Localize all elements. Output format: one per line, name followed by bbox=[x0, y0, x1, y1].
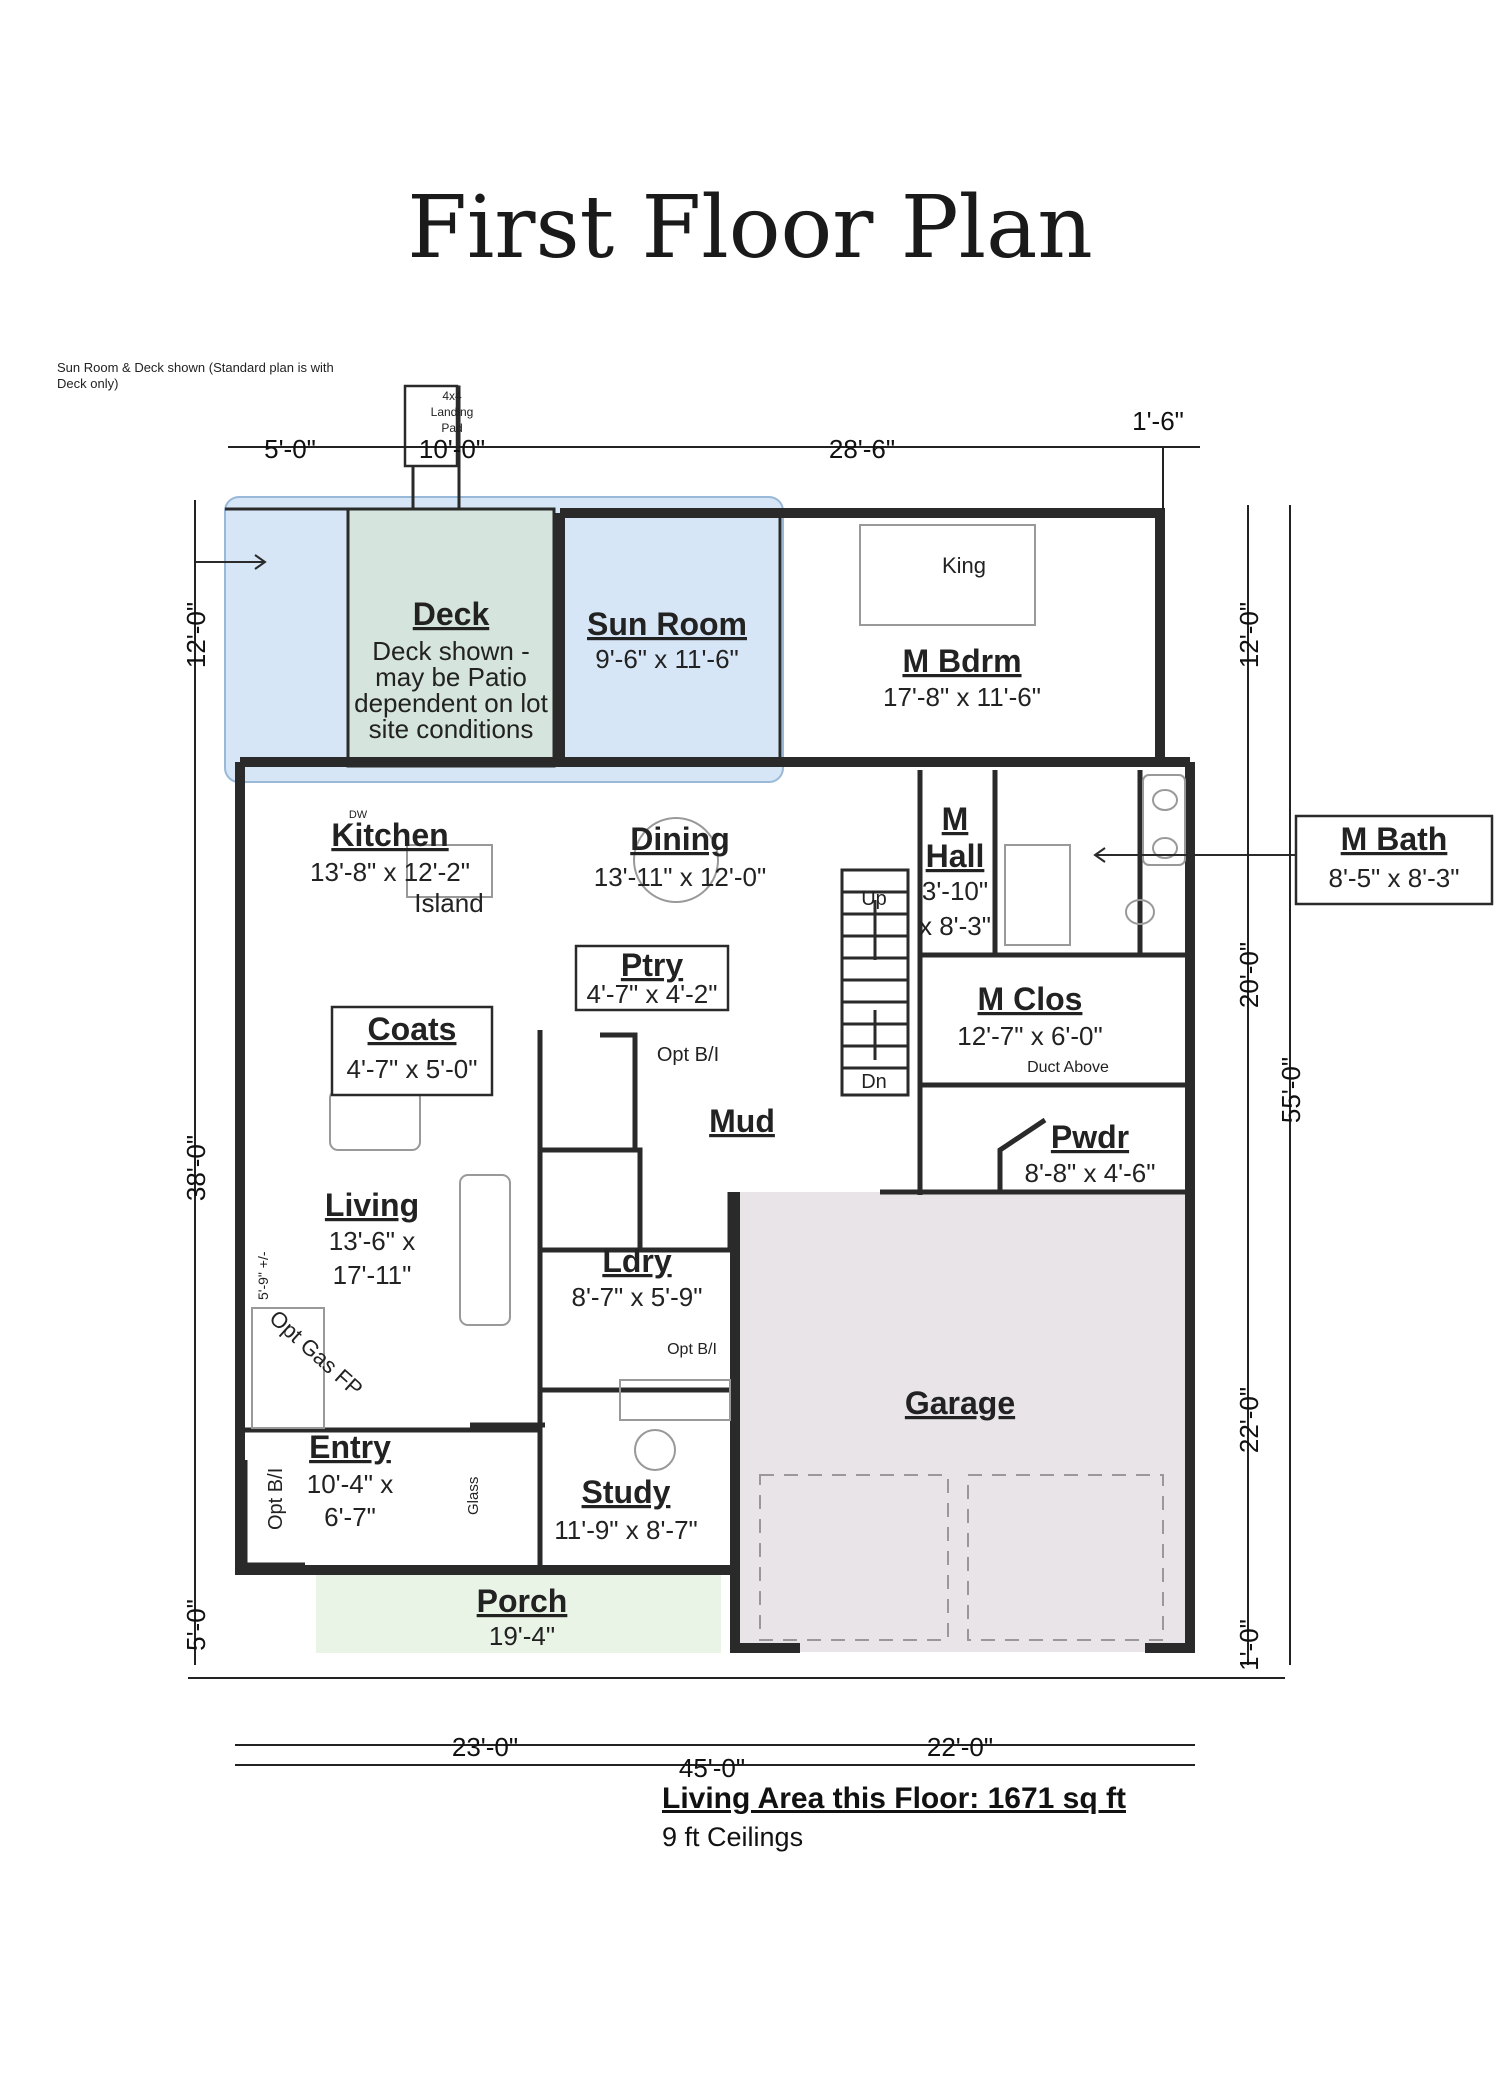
dim-right-1: 1'-0" bbox=[1234, 1619, 1264, 1671]
mhall-dim-2: x 8'-3" bbox=[919, 911, 991, 941]
dim-bottom-22: 22'-0" bbox=[927, 1732, 993, 1762]
mbdrm-dim: 17'-8" x 11'-6" bbox=[883, 682, 1041, 712]
page-title: First Floor Plan bbox=[407, 178, 1093, 278]
landing-pad-line2: Landing bbox=[431, 405, 474, 419]
coats-dim: 4'-7" x 5'-0" bbox=[347, 1054, 478, 1084]
dw-label: DW bbox=[349, 809, 368, 821]
dim-top-right: 28'-6" bbox=[829, 434, 895, 464]
sunroom-dim: 9'-6" x 11'-6" bbox=[595, 644, 739, 674]
deck-desc-1: Deck shown - bbox=[372, 636, 530, 666]
mbath-dim: 8'-5" x 8'-3" bbox=[1329, 863, 1460, 893]
dim-right-22: 22'-0" bbox=[1234, 1387, 1264, 1453]
mud-name: Mud bbox=[709, 1103, 775, 1139]
island-label: Island bbox=[414, 888, 483, 918]
dim-left-38: 38'-0" bbox=[181, 1135, 211, 1201]
ldry-optbi-label: Opt B/I bbox=[667, 1341, 717, 1358]
fixtures bbox=[251, 524, 1186, 1641]
mhall-name-1: M bbox=[942, 801, 969, 837]
entry-optbi-label: Opt B/I bbox=[265, 1468, 287, 1530]
deck-desc-4: site conditions bbox=[369, 714, 534, 744]
porch-fill bbox=[316, 1573, 721, 1653]
king-bed-label: King bbox=[942, 553, 986, 578]
ceiling-height-label: 9 ft Ceilings bbox=[662, 1822, 804, 1852]
dim-top-left: 5'-0" bbox=[264, 434, 316, 464]
living-dim-2: 17'-11" bbox=[333, 1260, 412, 1290]
duct-above-label: Duct Above bbox=[1027, 1059, 1109, 1076]
landing-pad-line1: 4x4 bbox=[442, 389, 462, 403]
opt-gas-fp-label: Opt Gas FP bbox=[265, 1305, 368, 1401]
living-dim-1: 13'-6" x bbox=[329, 1226, 415, 1256]
opt-bi-mud-label: Opt B/I bbox=[657, 1044, 719, 1066]
garage-name: Garage bbox=[905, 1385, 1015, 1421]
living-area-label: Living Area this Floor: 1671 sq ft bbox=[662, 1782, 1126, 1815]
deck-desc-3: dependent on lot bbox=[354, 688, 549, 718]
stair-treads bbox=[840, 868, 910, 1097]
dimension-labels: 5'-0" 10'-0" 28'-6" 1'-6" 12'-0" 38'-0" … bbox=[181, 406, 1306, 1783]
ldry-name: Ldry bbox=[602, 1243, 672, 1279]
deck-fill bbox=[348, 509, 554, 766]
porch-dim: 19'-4" bbox=[489, 1621, 555, 1651]
coats-name: Coats bbox=[368, 1011, 457, 1047]
dim-top-mid: 10'-0" bbox=[419, 434, 485, 464]
deck-name: Deck bbox=[413, 596, 490, 632]
dim-right-20: 20'-0" bbox=[1234, 942, 1264, 1008]
dim-left-5: 5'-0" bbox=[181, 1599, 211, 1651]
deck-desc-2: may be Patio bbox=[375, 662, 527, 692]
garage-fill bbox=[734, 1192, 1194, 1652]
mhall-dim-1: 3'-10" bbox=[922, 876, 988, 906]
pwdr-dim: 8'-8" x 4'-6" bbox=[1025, 1158, 1156, 1188]
dining-name: Dining bbox=[630, 821, 730, 857]
pwdr-name: Pwdr bbox=[1051, 1119, 1129, 1155]
exterior-walls bbox=[235, 508, 1195, 1653]
dining-dim: 13'-11" x 12'-0" bbox=[594, 862, 766, 892]
kitchen-dim: 13'-8" x 12'-2" bbox=[310, 857, 470, 887]
mhall-name-2: Hall bbox=[926, 838, 985, 874]
dim-top-small: 1'-6" bbox=[1132, 406, 1184, 436]
entry-dim-2: 6'-7" bbox=[324, 1502, 376, 1532]
dim-right-12: 12'-0" bbox=[1234, 602, 1264, 668]
study-dim: 11'-9" x 8'-7" bbox=[554, 1515, 698, 1545]
sunroom-name: Sun Room bbox=[587, 606, 747, 642]
dimension-lines bbox=[188, 446, 1291, 1766]
mclos-name: M Clos bbox=[978, 981, 1083, 1017]
stair-up-label: Up bbox=[861, 888, 887, 910]
landing-pad-line3: Pad bbox=[441, 421, 462, 435]
dim-left-12: 12'-0" bbox=[181, 602, 211, 668]
study-name: Study bbox=[582, 1474, 671, 1510]
dim-right-55: 55'-0" bbox=[1276, 1057, 1306, 1123]
callout-arrows bbox=[195, 554, 1296, 863]
living-name: Living bbox=[325, 1187, 419, 1223]
fp-dim-label: 5'-9" +/- bbox=[255, 1251, 271, 1300]
kitchen-name: Kitchen bbox=[331, 817, 448, 853]
porch-name: Porch bbox=[477, 1583, 568, 1619]
ptry-name: Ptry bbox=[621, 947, 683, 983]
sunroom-note: Sun Room & Deck shown (Standard plan is … bbox=[57, 360, 334, 391]
mbdrm-name: M Bdrm bbox=[902, 643, 1021, 679]
dim-bottom-45: 45'-0" bbox=[679, 1753, 745, 1783]
dim-bottom-23: 23'-0" bbox=[452, 1732, 518, 1762]
ptry-dim: 4'-7" x 4'-2" bbox=[587, 979, 718, 1009]
callout-boxes bbox=[330, 384, 1494, 1097]
mbath-name: M Bath bbox=[1341, 821, 1448, 857]
entry-dim-1: 10'-4" x bbox=[307, 1469, 393, 1499]
stair-down-label: Dn bbox=[861, 1071, 887, 1093]
entry-name: Entry bbox=[309, 1429, 391, 1465]
ldry-dim: 8'-7" x 5'-9" bbox=[572, 1282, 703, 1312]
mclos-dim: 12'-7" x 6'-0" bbox=[957, 1021, 1102, 1051]
glass-label: Glass bbox=[465, 1477, 482, 1515]
